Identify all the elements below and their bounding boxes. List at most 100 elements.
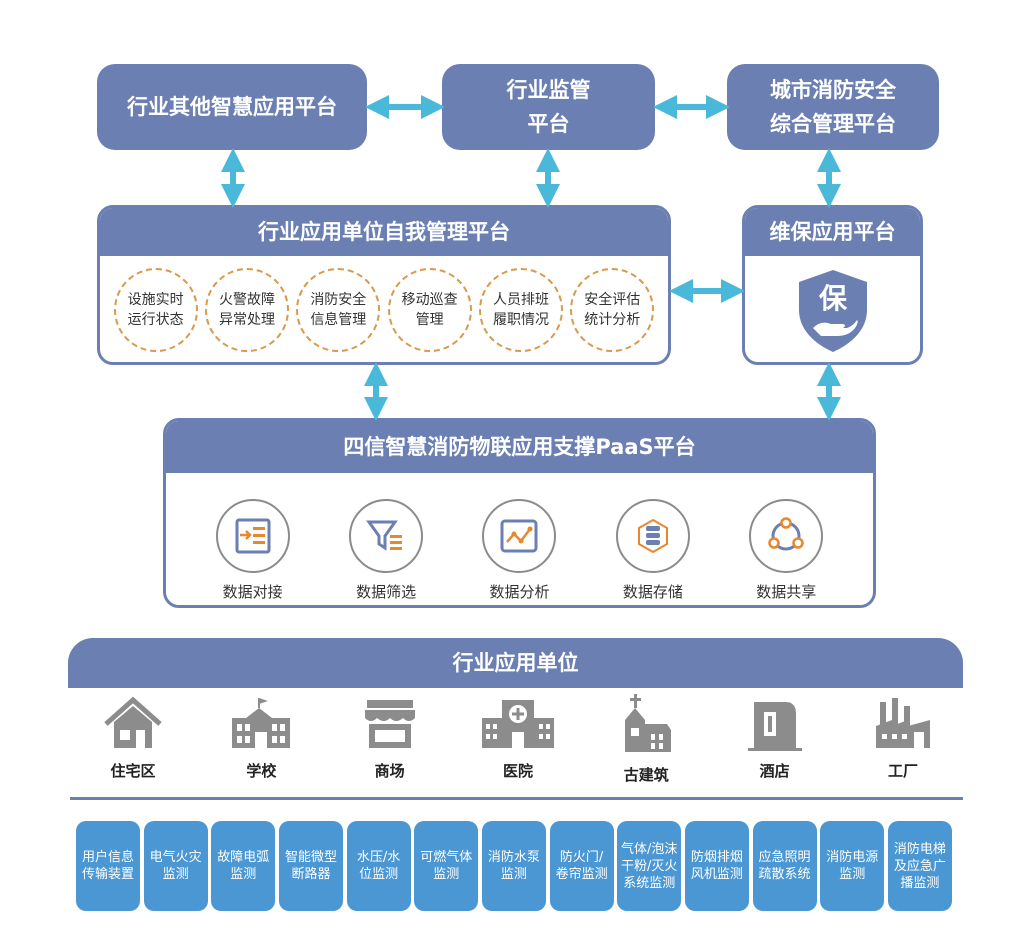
function-label: 数据存储: [622, 583, 683, 601]
monitoring-row: 用户信息传输装置 电气火灾监测 故障电弧监测 智能微型断路器 水压/水位监测 可…: [76, 821, 952, 911]
unit-hotel: 酒店: [730, 694, 820, 794]
unit-ancient-building: 古建筑: [601, 694, 691, 794]
monitor-item: 消防电梯及应急广播监测: [887, 821, 952, 911]
function-data-analysis: 数据分析: [482, 499, 557, 602]
data-share-icon: [749, 499, 824, 573]
monitor-line: 位监测: [359, 867, 399, 882]
self-management-title: 行业应用单位自我管理平台: [100, 208, 668, 256]
city-fire-platform: 城市消防安全 综合管理平台: [727, 64, 939, 150]
units-row: 住宅区 学校 商场 医院 古建筑 酒店 工厂: [88, 694, 948, 794]
monitor-line: 消防电源: [826, 850, 879, 865]
circle-line: 消防安全: [310, 292, 367, 308]
monitor-item: 应急照明疏散系统: [752, 821, 817, 911]
circle-line: 统计分析: [584, 312, 641, 328]
monitor-line: 监测: [162, 867, 189, 882]
factory-icon: [875, 698, 930, 748]
monitor-line: 系统监测: [623, 875, 676, 891]
unit-label: 学校: [246, 762, 277, 780]
circle-line: 异常处理: [218, 312, 275, 328]
shield-hand-icon: 保: [798, 270, 867, 352]
function-circle: 消防安全信息管理: [296, 268, 381, 352]
monitor-line: 防火门/: [559, 850, 604, 865]
monitor-line: 监测: [433, 867, 460, 882]
monitor-line: 故障电弧: [217, 850, 270, 865]
monitor-line: 断路器: [291, 867, 331, 882]
monitor-item: 故障电弧监测: [211, 821, 276, 911]
monitor-line: 防烟排烟: [690, 850, 743, 865]
function-data-share: 数据共享: [749, 499, 824, 602]
other-smart-platform: 行业其他智慧应用平台: [97, 64, 367, 150]
circle-line: 管理: [415, 312, 444, 328]
monitor-item: 可燃气体监测: [414, 821, 479, 911]
units-title: 行业应用单位: [452, 651, 579, 675]
function-label: 数据对接: [222, 583, 283, 601]
maintenance-panel: 维保应用平台 保: [742, 205, 923, 365]
monitor-item: 防火门/卷帘监测: [549, 821, 614, 911]
monitor-line: 消防水泵: [487, 850, 540, 865]
monitor-line: 监测: [500, 867, 527, 882]
monitor-line: 监测: [230, 867, 257, 882]
function-label: 数据筛选: [356, 583, 417, 601]
monitor-line: 播监测: [900, 875, 940, 891]
units-divider: [70, 797, 963, 800]
monitor-item: 用户信息传输装置: [76, 821, 140, 911]
monitor-line: 可燃气体: [420, 850, 473, 865]
city-fire-platform-line1: 城市消防安全: [770, 78, 896, 102]
unit-label: 商场: [374, 762, 405, 780]
unit-label: 工厂: [887, 762, 918, 780]
circle-line: 人员排班: [492, 292, 549, 308]
unit-label: 住宅区: [110, 762, 156, 780]
monitor-line: 智能微型: [284, 850, 337, 865]
hotel-icon: [747, 702, 802, 751]
data-filter-icon: [349, 499, 424, 573]
function-circle: 火警故障异常处理: [204, 268, 289, 352]
monitor-line: 传输装置: [81, 867, 134, 882]
unit-mall: 商场: [345, 694, 435, 794]
data-analysis-icon: [482, 499, 557, 573]
function-circle: 人员排班履职情况: [478, 268, 563, 352]
circle-line: 设施实时: [127, 292, 184, 308]
city-fire-platform-line2: 综合管理平台: [770, 112, 896, 136]
units-header: 行业应用单位: [68, 638, 963, 688]
data-docking-icon: [215, 499, 290, 573]
hospital-icon: [481, 700, 554, 748]
monitor-line: 监测: [839, 867, 866, 882]
function-data-filter: 数据筛选: [349, 499, 424, 602]
monitor-item: 防烟排烟风机监测: [684, 821, 749, 911]
monitor-line: 水压/水: [356, 850, 401, 865]
unit-label: 古建筑: [623, 766, 669, 784]
other-smart-platform-label: 行业其他智慧应用平台: [127, 95, 337, 119]
monitor-item: 消防电源监测: [820, 821, 885, 911]
supervision-platform: 行业监管 平台: [442, 64, 655, 150]
monitor-line: 气体/泡沫: [621, 841, 678, 857]
data-storage-icon: [615, 499, 690, 573]
function-circle: 移动巡查管理: [387, 268, 472, 352]
monitor-line: 卷帘监测: [555, 867, 608, 882]
monitor-line: 消防电梯: [893, 841, 946, 857]
supervision-platform-line1: 行业监管: [506, 78, 591, 102]
monitor-item: 电气火灾监测: [143, 821, 208, 911]
shield-char: 保: [818, 282, 847, 315]
function-label: 数据共享: [756, 583, 817, 601]
circle-line: 火警故障: [218, 292, 275, 308]
function-circle: 安全评估统计分析: [570, 268, 655, 352]
circle-line: 信息管理: [310, 312, 367, 328]
school-icon: [232, 698, 291, 748]
circle-line: 移动巡查: [401, 292, 458, 308]
residence-icon: [104, 696, 162, 748]
function-data-storage: 数据存储: [615, 499, 690, 602]
monitor-line: 疏散系统: [758, 867, 811, 882]
monitor-item: 智能微型断路器: [278, 821, 343, 911]
function-circle: 设施实时运行状态: [113, 268, 198, 352]
monitor-item: 消防水泵监测: [481, 821, 546, 911]
unit-factory: 工厂: [858, 694, 948, 794]
unit-school: 学校: [216, 694, 306, 794]
unit-hospital: 医院: [473, 694, 563, 794]
paas-title: 四信智慧消防物联应用支撑PaaS平台: [166, 421, 873, 473]
monitor-item: 水压/水位监测: [346, 821, 411, 911]
supervision-platform-line2: 平台: [527, 112, 570, 136]
monitor-line: 风机监测: [690, 867, 743, 882]
mall-icon: [364, 700, 415, 748]
monitor-line: 用户信息: [81, 850, 134, 865]
circle-line: 安全评估: [584, 292, 641, 308]
